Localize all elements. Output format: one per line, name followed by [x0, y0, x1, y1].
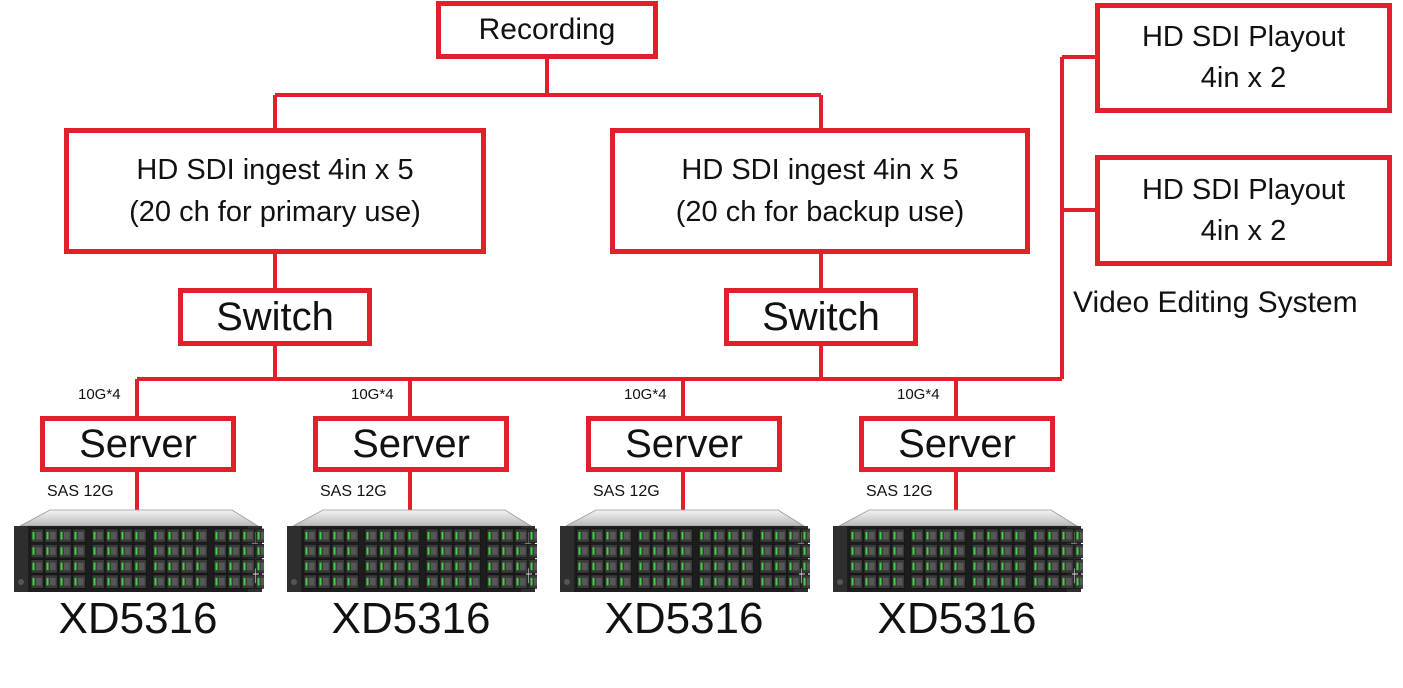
video-editing-system-label: Video Editing System — [1073, 286, 1358, 319]
ingest-backup-line1: HD SDI ingest 4in x 5 — [681, 153, 959, 186]
link-label-1: 10G*4 — [78, 386, 121, 403]
server-label-3: Server — [625, 421, 743, 466]
sas-label-4: SAS 12G — [866, 483, 933, 500]
server-box-1: Server — [40, 416, 236, 472]
playout-1-line1: HD SDI Playout — [1141, 21, 1346, 54]
sas-label-1: SAS 12G — [47, 483, 114, 500]
playout-box-1: HD SDI Playout 4in x 2 — [1095, 3, 1392, 113]
server-label-1: Server — [79, 421, 197, 466]
server-box-2: Server — [313, 416, 509, 472]
playout-2-line1: HD SDI Playout — [1141, 173, 1346, 206]
switch-backup-box: Switch — [724, 288, 918, 346]
link-label-4: 10G*4 — [897, 386, 940, 403]
server-label-4: Server — [898, 421, 1016, 466]
switch-primary-box: Switch — [178, 288, 372, 346]
ingest-primary-line1: HD SDI ingest 4in x 5 — [136, 153, 414, 186]
model-label-2: XD5316 — [331, 594, 491, 643]
ingest-backup-line2: (20 ch for backup use) — [675, 196, 965, 228]
link-label-3: 10G*4 — [624, 386, 667, 403]
playout-box-2: HD SDI Playout 4in x 2 — [1095, 155, 1392, 266]
playout-1-line2: 4in x 2 — [1200, 62, 1287, 94]
switch-backup-label: Switch — [762, 294, 880, 339]
playout-2-line2: 4in x 2 — [1200, 214, 1287, 247]
server-box-3: Server — [586, 416, 782, 472]
model-label-1: XD5316 — [58, 594, 218, 643]
sas-label-3: SAS 12G — [593, 483, 660, 500]
storage-chassis-icon — [14, 509, 264, 592]
sas-label-2: SAS 12G — [320, 483, 387, 500]
recording-box: Recording — [436, 1, 658, 59]
model-label-4: XD5316 — [877, 594, 1037, 643]
server-label-2: Server — [352, 421, 470, 466]
storage-chassis-icon — [287, 509, 537, 592]
server-box-4: Server — [859, 416, 1055, 472]
storage-chassis-icon — [560, 509, 810, 592]
recording-label: Recording — [478, 13, 616, 46]
storage-chassis-icon — [833, 509, 1083, 592]
ingest-primary-line2: (20 ch for primary use) — [129, 196, 421, 228]
ingest-backup-box: HD SDI ingest 4in x 5 (20 ch for backup … — [610, 128, 1030, 254]
switch-primary-label: Switch — [216, 294, 334, 339]
model-label-3: XD5316 — [604, 594, 764, 643]
ingest-primary-box: HD SDI ingest 4in x 5 (20 ch for primary… — [64, 128, 486, 254]
link-label-2: 10G*4 — [351, 386, 394, 403]
